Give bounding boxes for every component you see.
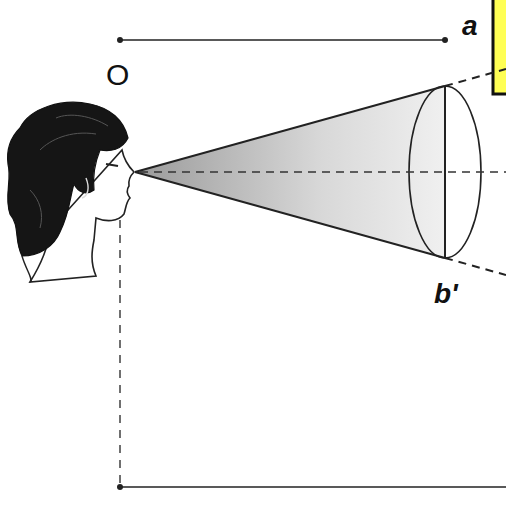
dimension-line: [120, 39, 445, 41]
vision-ellipse: [409, 86, 481, 258]
cone-edge-extension: [445, 69, 506, 86]
vertical-reference: [119, 205, 120, 487]
cone-edge: [135, 86, 445, 172]
cone-edge-extension: [445, 258, 506, 275]
point-label: b': [434, 280, 458, 308]
yellow-box: [493, 0, 506, 94]
point-label: a: [462, 12, 478, 40]
dimension-tick: [442, 37, 448, 43]
visual-axis: [140, 171, 506, 172]
point-label: O: [106, 60, 129, 90]
ellipse-diameter: [444, 86, 446, 258]
baseline-dot: [117, 484, 123, 490]
dimension-tick: [117, 37, 123, 43]
baseline: [120, 486, 506, 488]
head-figure: [8, 102, 134, 282]
cone-edge: [135, 172, 445, 258]
